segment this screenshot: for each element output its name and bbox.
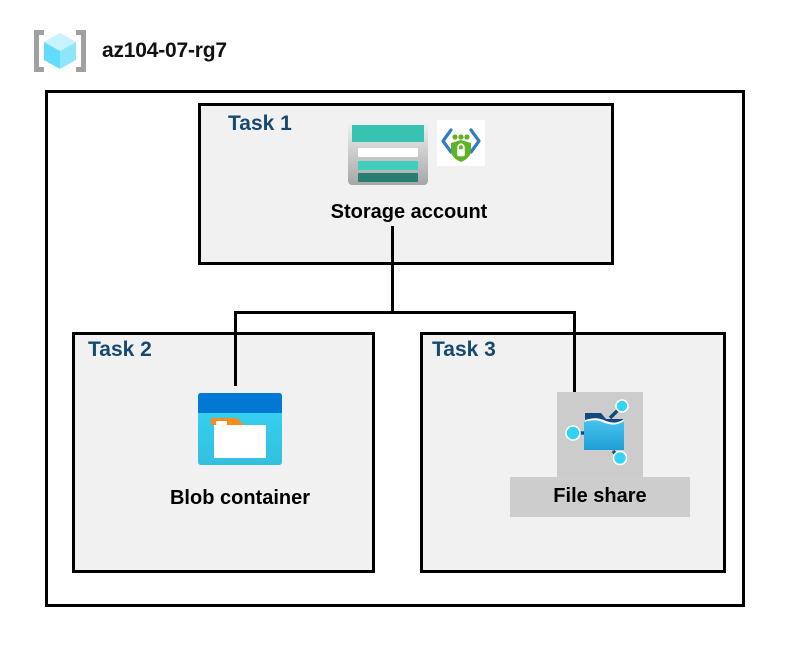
file-share-icon xyxy=(563,396,637,471)
resource-group-icon xyxy=(30,26,90,76)
task-3-label: Task 3 xyxy=(432,338,496,361)
storage-account-icon xyxy=(347,120,429,191)
blob-container-caption: Blob container xyxy=(169,487,310,509)
task-2-label: Task 2 xyxy=(88,338,152,361)
private-endpoint-icon xyxy=(437,120,485,171)
connector-horizontal-bar xyxy=(234,311,576,314)
connector-trunk xyxy=(391,226,394,314)
resource-group-header: az104-07-rg7 xyxy=(30,26,227,76)
storage-account-caption: Storage account xyxy=(330,201,488,223)
task-1-label: Task 1 xyxy=(228,112,292,135)
file-share-caption: File share xyxy=(553,485,647,507)
blob-container-node: Blob container xyxy=(152,392,328,510)
connector-to-blob-container xyxy=(234,311,237,386)
blob-container-icon xyxy=(197,392,283,471)
storage-account-node: Storage account xyxy=(294,120,524,224)
storage-account-icon-row xyxy=(347,120,485,191)
file-share-label-highlight: File share xyxy=(510,477,690,517)
file-share-icon-highlight xyxy=(557,392,643,477)
file-share-node: File share xyxy=(509,392,691,517)
resource-group-title: az104-07-rg7 xyxy=(102,39,227,62)
connector-to-file-share xyxy=(573,311,576,393)
